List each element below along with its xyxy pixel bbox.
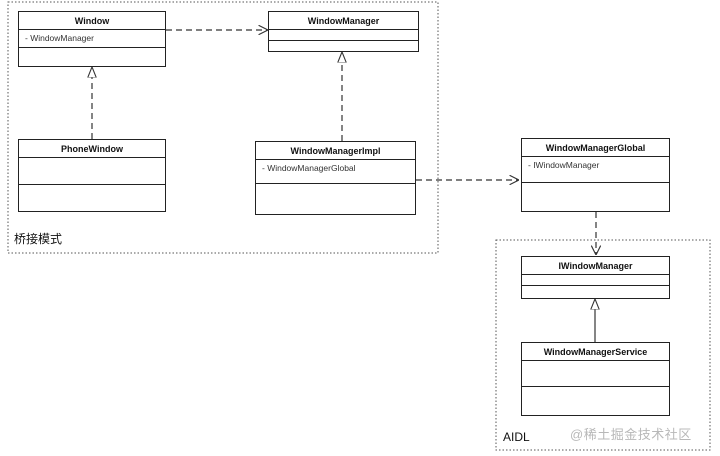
- class-phonewindow-name: PhoneWindow: [19, 140, 165, 158]
- class-window: Window - WindowManager: [18, 11, 166, 67]
- class-windowmanager: WindowManager: [268, 11, 419, 52]
- class-iwindowmanager-name: IWindowManager: [522, 257, 669, 275]
- class-window-attributes: - WindowManager: [19, 30, 165, 48]
- class-window-name: Window: [19, 12, 165, 30]
- class-windowmanagerglobal-name: WindowManagerGlobal: [522, 139, 669, 157]
- class-windowmanager-name: WindowManager: [269, 12, 418, 30]
- class-windowmanagerimpl-attribute: - WindowManagerGlobal: [262, 163, 356, 173]
- class-windowmanager-attributes: [269, 30, 418, 41]
- class-windowmanagerglobal-attributes: - IWindowManager: [522, 157, 669, 183]
- class-windowmanagerglobal: WindowManagerGlobal - IWindowManager: [521, 138, 670, 212]
- class-window-attribute: - WindowManager: [25, 33, 94, 43]
- class-windowmanagerimpl: WindowManagerImpl - WindowManagerGlobal: [255, 141, 416, 215]
- watermark-text: @稀土掘金技术社区: [570, 427, 692, 442]
- class-phonewindow-attributes: [19, 158, 165, 185]
- class-windowmanagerservice: WindowManagerService: [521, 342, 670, 416]
- class-windowmanagerglobal-attribute: - IWindowManager: [528, 160, 600, 170]
- bridge-pattern-group-frame: [7, 1, 439, 254]
- class-iwindowmanager-attributes: [522, 275, 669, 286]
- class-iwindowmanager: IWindowManager: [521, 256, 670, 299]
- aidl-group-label: AIDL: [503, 430, 530, 444]
- bridge-pattern-group-label: 桥接模式: [14, 232, 63, 246]
- class-windowmanagerimpl-name: WindowManagerImpl: [256, 142, 415, 160]
- class-phonewindow: PhoneWindow: [18, 139, 166, 212]
- aidl-group-frame: [495, 239, 711, 451]
- class-windowmanagerimpl-attributes: - WindowManagerGlobal: [256, 160, 415, 184]
- class-windowmanagerservice-attributes: [522, 361, 669, 387]
- class-windowmanagerservice-name: WindowManagerService: [522, 343, 669, 361]
